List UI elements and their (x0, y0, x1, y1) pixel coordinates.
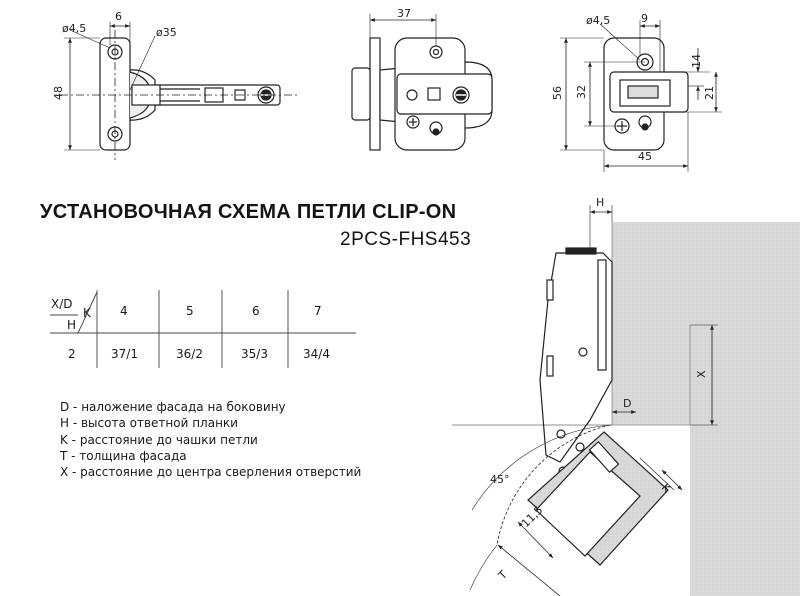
top-offset-label: 6 (115, 10, 122, 23)
table-col-header: 4 (120, 304, 128, 318)
top-hole-diameter-label: ø4,5 (62, 22, 86, 35)
plate-width-right-label: 21 (703, 86, 716, 100)
top-cup-diameter-label: ø35 (156, 26, 177, 39)
page-title: УСТАНОВОЧНАЯ СХЕМА ПЕТЛИ CLIP-ON (40, 201, 457, 223)
section-x-label: X (695, 370, 708, 378)
plate-width-label: 45 (638, 150, 652, 163)
section-view-drawing (452, 205, 800, 596)
side-depth-label: 37 (397, 7, 411, 20)
side-view-drawing (351, 14, 493, 151)
legend-item: T - толщина фасада (60, 448, 187, 463)
plate-inner-height-label: 32 (575, 85, 588, 99)
legend-item: H - высота ответной планки (60, 416, 238, 431)
top-view-drawing (60, 22, 300, 160)
plate-view-drawing (560, 20, 722, 172)
section-angle-label: 45° (490, 473, 510, 486)
plate-slot-label: 14 (690, 54, 703, 68)
table-row-h: 2 (68, 347, 76, 361)
section-h-label: H (596, 196, 604, 209)
legend: D - наложение фасада на боковину H - выс… (60, 399, 361, 480)
table-corner-h: H (67, 318, 77, 332)
table-col-header: 7 (314, 304, 322, 318)
table-cell: 36/2 (176, 347, 203, 361)
section-d-label: D (623, 397, 631, 410)
plate-hole-diameter-label: ø4,5 (586, 14, 610, 27)
model-code: 2PCS-FHS453 (340, 229, 472, 250)
plate-offset-label: 9 (641, 12, 648, 25)
table-col-header: 5 (186, 304, 194, 318)
top-height-label: 48 (52, 86, 65, 100)
legend-item: X - расстояние до центра сверления отвер… (60, 465, 362, 480)
table-col-header: 6 (252, 304, 260, 318)
table-cell: 34/4 (303, 347, 330, 361)
section-t-label: T (495, 568, 510, 583)
plate-outer-height-label: 56 (551, 86, 564, 100)
table-corner-k: K (83, 306, 91, 320)
legend-item: K - расстояние до чашки петли (60, 432, 258, 447)
table-cell: 37/1 (111, 347, 138, 361)
table-cell: 35/3 (241, 347, 268, 361)
table-corner-xd: X/D (51, 297, 73, 311)
dimension-table-grid (50, 290, 356, 368)
legend-item: D - наложение фасада на боковину (60, 400, 286, 414)
